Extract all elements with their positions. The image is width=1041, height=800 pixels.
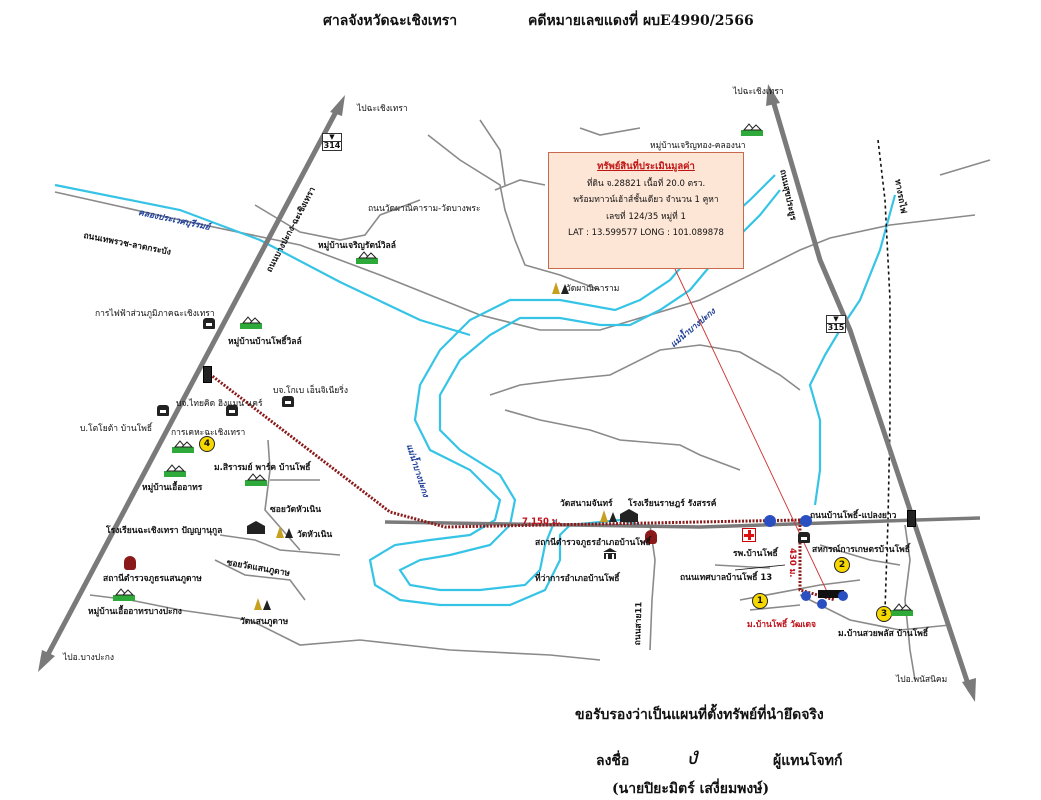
road-label-wat-phaikam: ถนนวัดผาณิคาราม-วัดบางพระ [368,204,481,214]
school-icon [247,521,265,534]
marker-3: 3 [876,606,892,622]
highway-315 [769,94,973,693]
route-314-shield: ▼314 [322,133,342,151]
route-315-shield: ▼315 [826,315,846,333]
minor-roads [54,119,991,681]
village-icon [240,316,262,329]
place-ua-athon-bangpakong: หมู่บ้านเอื้ออาทรบางปะกง [88,607,182,617]
direction-bang-pakong: ไปอ.บางปะกง [63,653,115,663]
canal-prawet [54,183,471,337]
marker-4: 4 [199,436,215,452]
school-icon [620,509,638,522]
distance-main: 7,150 ม. [522,517,561,527]
place-school-ratsami: โรงเรียนราษฎร์ รังสรรค์ [628,499,717,509]
traffic-signal-icon [907,510,916,527]
direction-chachoengsao-right: ไปฉะเชิงเทรา [733,87,784,97]
marker-2: 2 [834,557,850,573]
village-icon [891,603,913,616]
place-police-saen: สถานีตำรวจภูธรแสนภูดาษ [103,574,202,584]
temple-icon [254,598,271,610]
building-icon [226,405,238,416]
place-kaheha: การเคหะฉะเชิงเทรา [171,428,246,438]
sign-label: ลงชื่อ [596,753,630,769]
place-wat-phai-kham: วัดผาณิคาราม [566,284,620,294]
building-icon [203,318,215,329]
road-label-11: ถนนสาย11 [632,601,645,646]
place-charoen-thong: หมู่บ้านเจริญทอง-คลองนา [650,141,746,151]
pointer-line [674,268,831,599]
arrowheads [38,84,976,702]
village-icon [113,588,135,601]
place-wat-nam-chon: วัดสนามจันทร์ [560,499,613,509]
property-infobox: ทรัพย์สินที่ประเมินมูลค่า ที่ดิน จ.28821… [548,152,744,269]
village-icon [172,440,194,453]
signer-role: ผู้แทนโจทก์ [773,753,843,769]
police-icon [645,530,657,544]
temple-icon [276,526,293,538]
infobox-title: ทรัพย์สินที่ประเมินมูลค่า [597,161,695,172]
highways [42,94,973,693]
highway-314 [42,105,341,663]
place-ua-athon: หมู่บ้านเอื้ออาทร [142,483,203,493]
infobox-line3: เลขที่ 124/35 หมู่ที่ 1 [606,211,686,222]
village-icon [245,473,267,486]
building-icon [157,405,169,416]
signer-name: (นายปิยะมิตร์ เสงี่ยมพงษ์) [612,781,770,797]
place-coop: สหกรณ์การเกษตรบ้านโพธิ์ [812,545,910,555]
road-label-thesaban-13: ถนนเทศบาลบ้านโพธิ์ 13 [680,573,773,583]
road-label-ban-pho: ถนนบ้านโพธิ์-แปลงยาว [810,511,897,521]
temple-icon [600,510,617,522]
property-cluster [764,515,848,609]
traffic-signal-icon [203,366,212,383]
place-sirarom: ม.สิรารมย์ พาร์ค บ้านโพธิ์ [214,463,311,473]
place-ban-pho-wattana: ม.บ้านโพธิ์ วัฒเดจ [747,620,816,630]
village-icon [356,251,378,264]
ban-pho-road [384,516,981,529]
place-ban-pho-villa: หมู่บ้านบ้านโพธิ์วิลล์ [228,337,302,347]
place-hospital: รพ.บ้านโพธิ์ [733,549,778,559]
village-icon [164,464,186,477]
waterways [54,174,897,607]
place-thaikid: บจ.ไทยคิด ฮิงแมน แคร์ [176,399,263,409]
direction-phanom-sarakham: ไปอ.พนัสนิคม [896,675,948,685]
place-toyota: บ.โตโยต้า บ้านโพธิ์ [80,424,153,434]
hospital-icon [742,528,756,542]
place-charoen-rat: หมู่บ้านเจริญรัตน์วิลล์ [318,241,396,251]
building-icon [798,532,810,543]
police-icon [124,556,136,570]
temple-icon [552,282,569,294]
village-icon [741,123,763,136]
place-wat-hua-noen: วัดหัวเนิน [297,530,333,540]
place-district-office: ที่ว่าการอำเภอบ้านโพธิ์ [535,574,620,584]
certification-text: ขอรับรองว่าเป็นแผนที่ตั้งทรัพย์ที่นำยึดจ… [575,707,824,723]
case-number: คดีหมายเลขแดงที่ ผบE4990/2566 [528,13,754,29]
place-pea-office: การไฟฟ้าส่วนภูมิภาคฉะเชิงเทรา [95,309,215,319]
place-police-ban-pho: สถานีตำรวจภูธรอำเภอบ้านโพธิ์ [535,538,651,548]
place-wat-saen: วัดแสนภูดาษ [240,617,289,627]
government-icon [603,548,617,559]
road-label-hua-noen: ซอยวัดหัวเนิน [270,505,322,515]
building-icon [282,396,294,407]
court-name: ศาลจังหวัดฉะเชิงเทรา [323,13,458,29]
distance-vertical: 430 ม. [787,548,797,578]
signature-mark: ง [686,742,698,770]
place-kobe: บจ.โกเบ เอ็นจิเนียริ่ง [273,386,349,396]
infobox-line2: พร้อมทาวน์เฮ้าส์ชั้นเดียว จำนวน 1 คูหา [573,195,719,205]
direction-chachoengsao-left: ไปฉะเชิงเทรา [357,104,408,114]
infobox-line1: ที่ดิน จ.28821 เนื้อที่ 20.0 ตรว. [586,178,706,189]
infobox-coordinates: LAT : 13.599577 LONG : 101.089878 [568,228,724,238]
railway-line [877,139,891,611]
marker-1: 1 [752,593,768,609]
canal-right [808,194,897,506]
place-suai-phon: ม.บ้านสวยพลัส บ้านโพธิ์ [838,629,929,639]
place-school-chachoengsao: โรงเรียนฉะเชิงเทรา ปัญญานุกูล [106,526,223,536]
river-bang-pakong [368,174,776,607]
